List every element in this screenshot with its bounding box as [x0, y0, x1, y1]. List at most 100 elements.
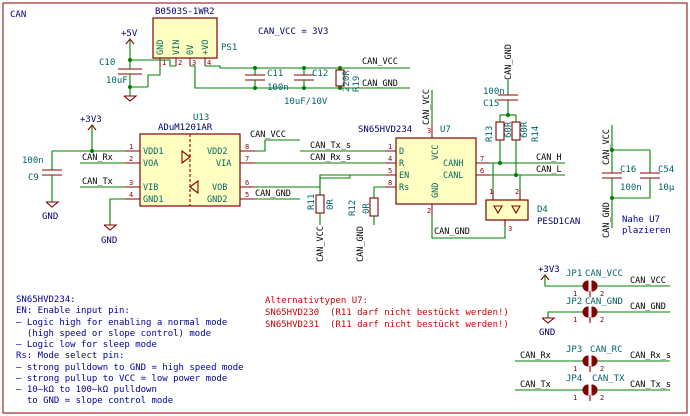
c10-value: 10uF — [106, 76, 128, 86]
ps1-num2: 2 — [178, 59, 182, 67]
u7-pin-r: R — [399, 159, 405, 169]
u7-num5: 5 — [388, 167, 392, 175]
net-can-gnd-r12: CAN_GND — [356, 226, 366, 262]
u7-num4: 4 — [388, 155, 392, 163]
can-vcc-note: CAN_VCC = 3V3 — [258, 27, 328, 37]
c54-capacitor: C54 10µ — [612, 150, 675, 199]
u7-num3: 3 — [427, 127, 431, 135]
note-line-5: Rs: Mode select pin: — [16, 351, 124, 361]
ps1-pin-vo: +VO — [201, 40, 211, 55]
r12-value: 0R — [362, 203, 372, 214]
ps1-body — [152, 17, 218, 59]
u13-num3: 3 — [129, 179, 133, 187]
d4-num2: 2 — [515, 188, 519, 196]
ps1-num1: 1 — [162, 59, 166, 67]
jp4-value: CAN_TX — [592, 374, 625, 384]
note-line-2: – Logic high for enabling a normal mode — [16, 318, 227, 328]
c54-value: 10µ — [658, 183, 675, 193]
ps1-dc-dc-converter: B0503S-1WR2 PS1 GND VIN 0V +VO 1 2 3 4 — [152, 7, 237, 67]
jp4-pin1: 1 — [573, 394, 577, 402]
p3v3-left-label: +3V3 — [80, 115, 102, 125]
c16-ref: C16 — [620, 165, 636, 175]
net-can-tx-s: CAN_Tx_s — [310, 141, 351, 151]
r11-value: 0R — [326, 199, 336, 210]
c10-ref: C10 — [99, 58, 115, 68]
c11-value: 100n — [267, 83, 289, 93]
u13-num7: 7 — [245, 155, 249, 163]
u13-ref: U13 — [193, 113, 209, 123]
r19-resistor: R19 220R — [335, 69, 362, 92]
p5v-label: +5V — [121, 29, 138, 39]
u13-pin-gnd1: GND1 — [143, 195, 163, 205]
net-can-tx-left: CAN_Tx — [82, 177, 113, 187]
u13-num5: 5 — [245, 191, 249, 199]
u7-value: SN65HVD234 — [358, 125, 412, 135]
jp3-right-net: CAN_Rx_s — [630, 351, 671, 361]
gnd-symbol-c10 — [123, 95, 138, 102]
c9-ref: C9 — [28, 173, 39, 183]
c12-capacitor: C12 10uF/10V — [284, 68, 328, 107]
p5v-power-symbol: +5V — [121, 29, 138, 60]
c12-value: 10uF/10V — [284, 97, 328, 107]
d4-num3: 3 — [508, 225, 512, 233]
net-can-vcc-u13: CAN_VCC — [250, 130, 286, 140]
c11-ref: C11 — [267, 69, 283, 79]
u7-pin-vcc: VCC — [431, 145, 441, 160]
near-u7-note-line2: plazieren — [622, 226, 671, 236]
jp4-pin2: 2 — [600, 394, 604, 402]
r12-ref: R12 — [348, 200, 358, 216]
p3v3-left-symbol: +3V3 — [52, 115, 125, 153]
jp2-ref: JP2 — [566, 297, 582, 307]
net-can-l: CAN_L — [536, 165, 562, 175]
jp4-ref: JP4 — [566, 374, 582, 384]
ps1-pin-0v: 0V — [186, 45, 196, 55]
note-line-9: to GND = slope control mode — [16, 396, 173, 406]
sheet-title: CAN — [10, 10, 26, 20]
u7-pin-rs: Rs — [399, 183, 409, 193]
net-can-vcc-r11: CAN_VCC — [316, 226, 326, 262]
sn65-notes: SN65HVD234: EN: Enable input pin: – Logi… — [16, 295, 244, 406]
jp2-pin1: 1 — [573, 316, 577, 324]
u13-num2: 2 — [129, 155, 133, 163]
d4-value: PESD1CAN — [537, 217, 580, 227]
jp2-right-net: CAN_GND — [630, 302, 666, 312]
r14-value: 60R — [520, 121, 530, 138]
alt-line-2: SN65HVD231 (R11 darf nicht bestückt werd… — [265, 320, 509, 330]
net-can-gnd-top: CAN_GND — [362, 79, 398, 89]
c54-ref: C54 — [658, 165, 674, 175]
r13-ref: R13 — [485, 126, 495, 142]
u13-pin-via: VIA — [216, 159, 231, 169]
r19-value: 220R — [342, 70, 352, 92]
near-u7-note-line1: Nahe U7 — [622, 215, 660, 225]
c9-capacitor: 100n C9 GND — [22, 151, 62, 222]
u7-num1: 1 — [388, 143, 392, 151]
u13-pin-vib: VIB — [143, 183, 158, 193]
jp1-solder-jumper: +3V3 JP1 CAN_VCC 1 2 CAN_VCC — [538, 265, 670, 298]
r19-ref: R19 — [352, 76, 362, 92]
jp3-pin2: 2 — [600, 365, 604, 373]
ps1-pin-gnd: GND — [156, 40, 166, 55]
ps1-value: B0503S-1WR2 — [155, 7, 215, 17]
u7-pin-canl: CANL — [443, 171, 463, 181]
u7-num7: 7 — [480, 155, 484, 163]
jp2-value: CAN_GND — [585, 297, 623, 307]
jp2-solder-jumper: JP2 CAN_GND GND 1 2 CAN_GND — [539, 297, 670, 338]
net-can-vcc-c16: CAN_VCC — [602, 129, 612, 165]
u7-body — [395, 137, 477, 205]
c15-capacitor: 100n C15 CAN_GND — [483, 44, 518, 115]
gnd-label-c9: GND — [42, 212, 58, 222]
ps1-pin-vin: VIN — [172, 40, 182, 55]
u7-num8: 8 — [388, 179, 392, 187]
r14-ref: R14 — [531, 126, 541, 142]
jp2-pin2: 2 — [600, 316, 604, 324]
net-can-vcc-top: CAN_VCC — [362, 57, 398, 67]
u7-num6: 6 — [480, 167, 484, 175]
r11-resistor: R11 0R CAN_VCC — [307, 194, 336, 262]
net-can-rx-s: CAN_Rx_s — [310, 153, 351, 163]
c10-capacitor: C10 10uF — [99, 58, 142, 87]
u7-pin-d: D — [399, 147, 404, 157]
d4-ref: D4 — [537, 205, 548, 215]
u13-num8: 8 — [245, 143, 249, 151]
jp4-right-net: CAN_Tx_s — [630, 380, 671, 390]
